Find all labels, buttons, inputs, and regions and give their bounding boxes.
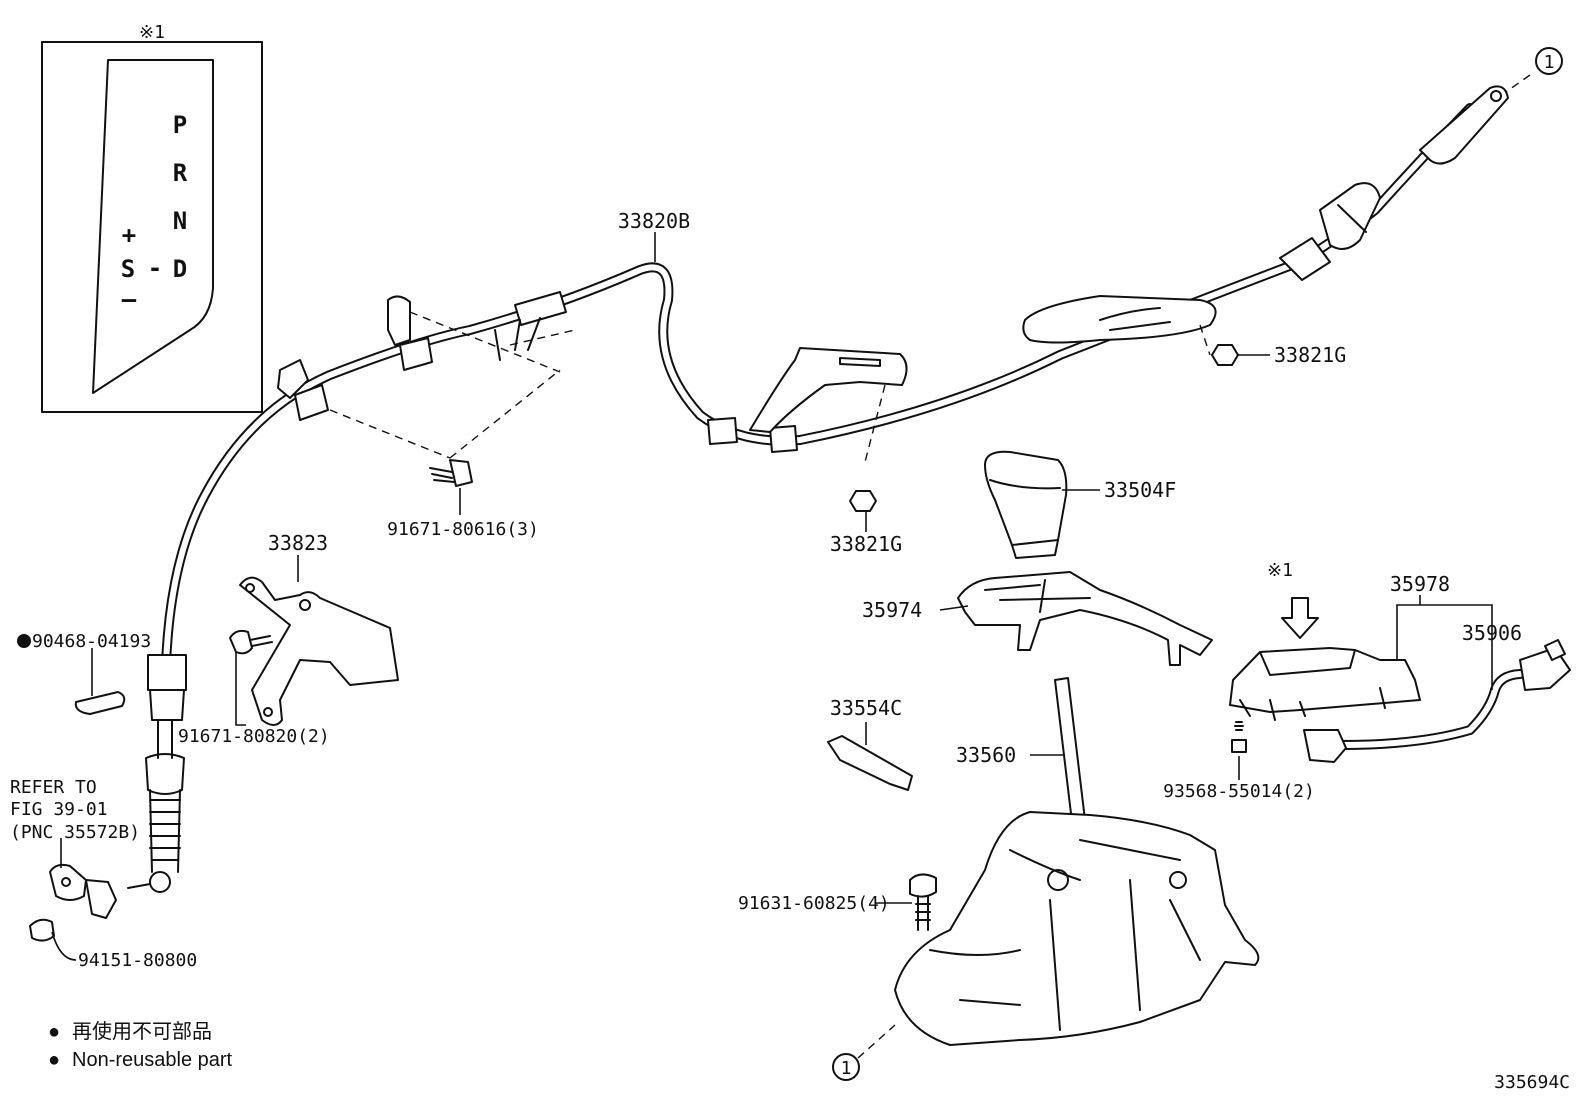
wire-harness-35906 (1303, 639, 1571, 763)
legend-bullet-ja: ● (48, 1021, 60, 1043)
screw-93568-55014 (1231, 721, 1247, 753)
shift-knob-33504f (984, 450, 1068, 559)
refer-line-1: REFER TO (10, 777, 97, 798)
gear-p: P (173, 111, 187, 139)
legend-text-ja: 再使用不可部品 (72, 1020, 212, 1043)
bolt-91671-80820 (229, 629, 273, 655)
label-93568-55014: 93568-55014(2) (1163, 781, 1315, 802)
selector-assembly-35978 (1229, 597, 1421, 721)
label-33560: 33560 (956, 743, 1016, 767)
plate-33554c (827, 735, 913, 791)
bushing-94151-80800 (29, 863, 117, 942)
non-reusable-bullet (17, 634, 31, 648)
label-94151-80800: 94151-80800 (78, 950, 197, 971)
refer-note: REFER TO FIG 39-01 (PNC 35572B) (10, 777, 140, 843)
shift-cable (127, 74, 1531, 893)
label-90468-04193: 90468-04193 (32, 631, 151, 652)
cable-end-left (127, 654, 187, 893)
label-33820b: 33820B (618, 209, 690, 233)
label-35978: 35978 (1390, 572, 1450, 596)
label-91671-80820: 91671-80820(2) (178, 726, 330, 747)
inset-frame (41, 41, 263, 413)
gear-r: R (173, 159, 188, 187)
indicator-housing-35974 (957, 571, 1213, 666)
nut-33821g-top (1211, 344, 1239, 366)
callout-bottom: 1 (832, 1024, 896, 1081)
bracket-33823 (239, 576, 399, 726)
clip-90468-04193 (74, 691, 126, 715)
label-33821g-top: 33821G (1274, 343, 1346, 367)
leader-lines (51, 232, 1493, 961)
gear-s: S (121, 255, 135, 283)
refer-line-2: FIG 39-01 (10, 799, 108, 820)
cable-sleeve-e (769, 425, 798, 453)
cable-bracket-mid (749, 347, 908, 433)
inset-gate-indicator: ※1 P R N D + S - – (41, 22, 263, 413)
shift-lever-33560 (894, 677, 1260, 1046)
cable-sleeve-d (707, 417, 738, 445)
cable-bracket-a (387, 295, 411, 346)
refer-line-3: (PNC 35572B) (10, 822, 140, 843)
label-33504f: 33504F (1104, 478, 1176, 502)
legend-text-en: Non-reusable part (72, 1049, 233, 1071)
label-33821g-mid: 33821G (830, 532, 902, 556)
cable-bracket-b (277, 359, 309, 399)
callout-number-bottom: 1 (841, 1058, 852, 1079)
gear-d: D (173, 255, 187, 283)
label-33823: 33823 (268, 531, 328, 555)
figure-id: 335694C (1494, 1072, 1570, 1093)
callout-top-right: 1 (1535, 47, 1563, 75)
bolt-91631-60825 (909, 873, 937, 931)
cable-sleeve-c (294, 384, 329, 421)
cable-clip (494, 317, 541, 361)
legend: ● 再使用不可部品 ● Non-reusable part (48, 1020, 233, 1071)
label-35978-marker: ※1 (1267, 560, 1293, 581)
cable-sleeve-b (399, 337, 433, 371)
gear-minus: – (122, 285, 137, 313)
gate-plate (92, 59, 214, 394)
cable-sleeve-a (514, 291, 567, 326)
down-arrow-icon (1281, 597, 1319, 639)
inset-marker: ※1 (139, 22, 165, 43)
gear-n: N (173, 207, 187, 235)
label-35906: 35906 (1462, 621, 1522, 645)
cable-bracket-right (1022, 295, 1217, 344)
part-labels: 33820B 33821G 33821G 91671-80616(3) 3350… (17, 209, 1522, 971)
legend-bullet-en: ● (48, 1049, 60, 1071)
label-33554c: 33554C (830, 696, 902, 720)
callout-number-top: 1 (1544, 52, 1555, 73)
cable-end-right (1279, 85, 1509, 281)
bolt-91671-80616 (429, 459, 473, 487)
gear-dash: - (148, 254, 162, 282)
nut-33821g-mid (849, 490, 877, 512)
label-91631-60825: 91631-60825(4) (738, 893, 890, 914)
gear-plus: + (122, 221, 136, 249)
label-35974: 35974 (862, 598, 922, 622)
label-91671-80616: 91671-80616(3) (387, 519, 539, 540)
